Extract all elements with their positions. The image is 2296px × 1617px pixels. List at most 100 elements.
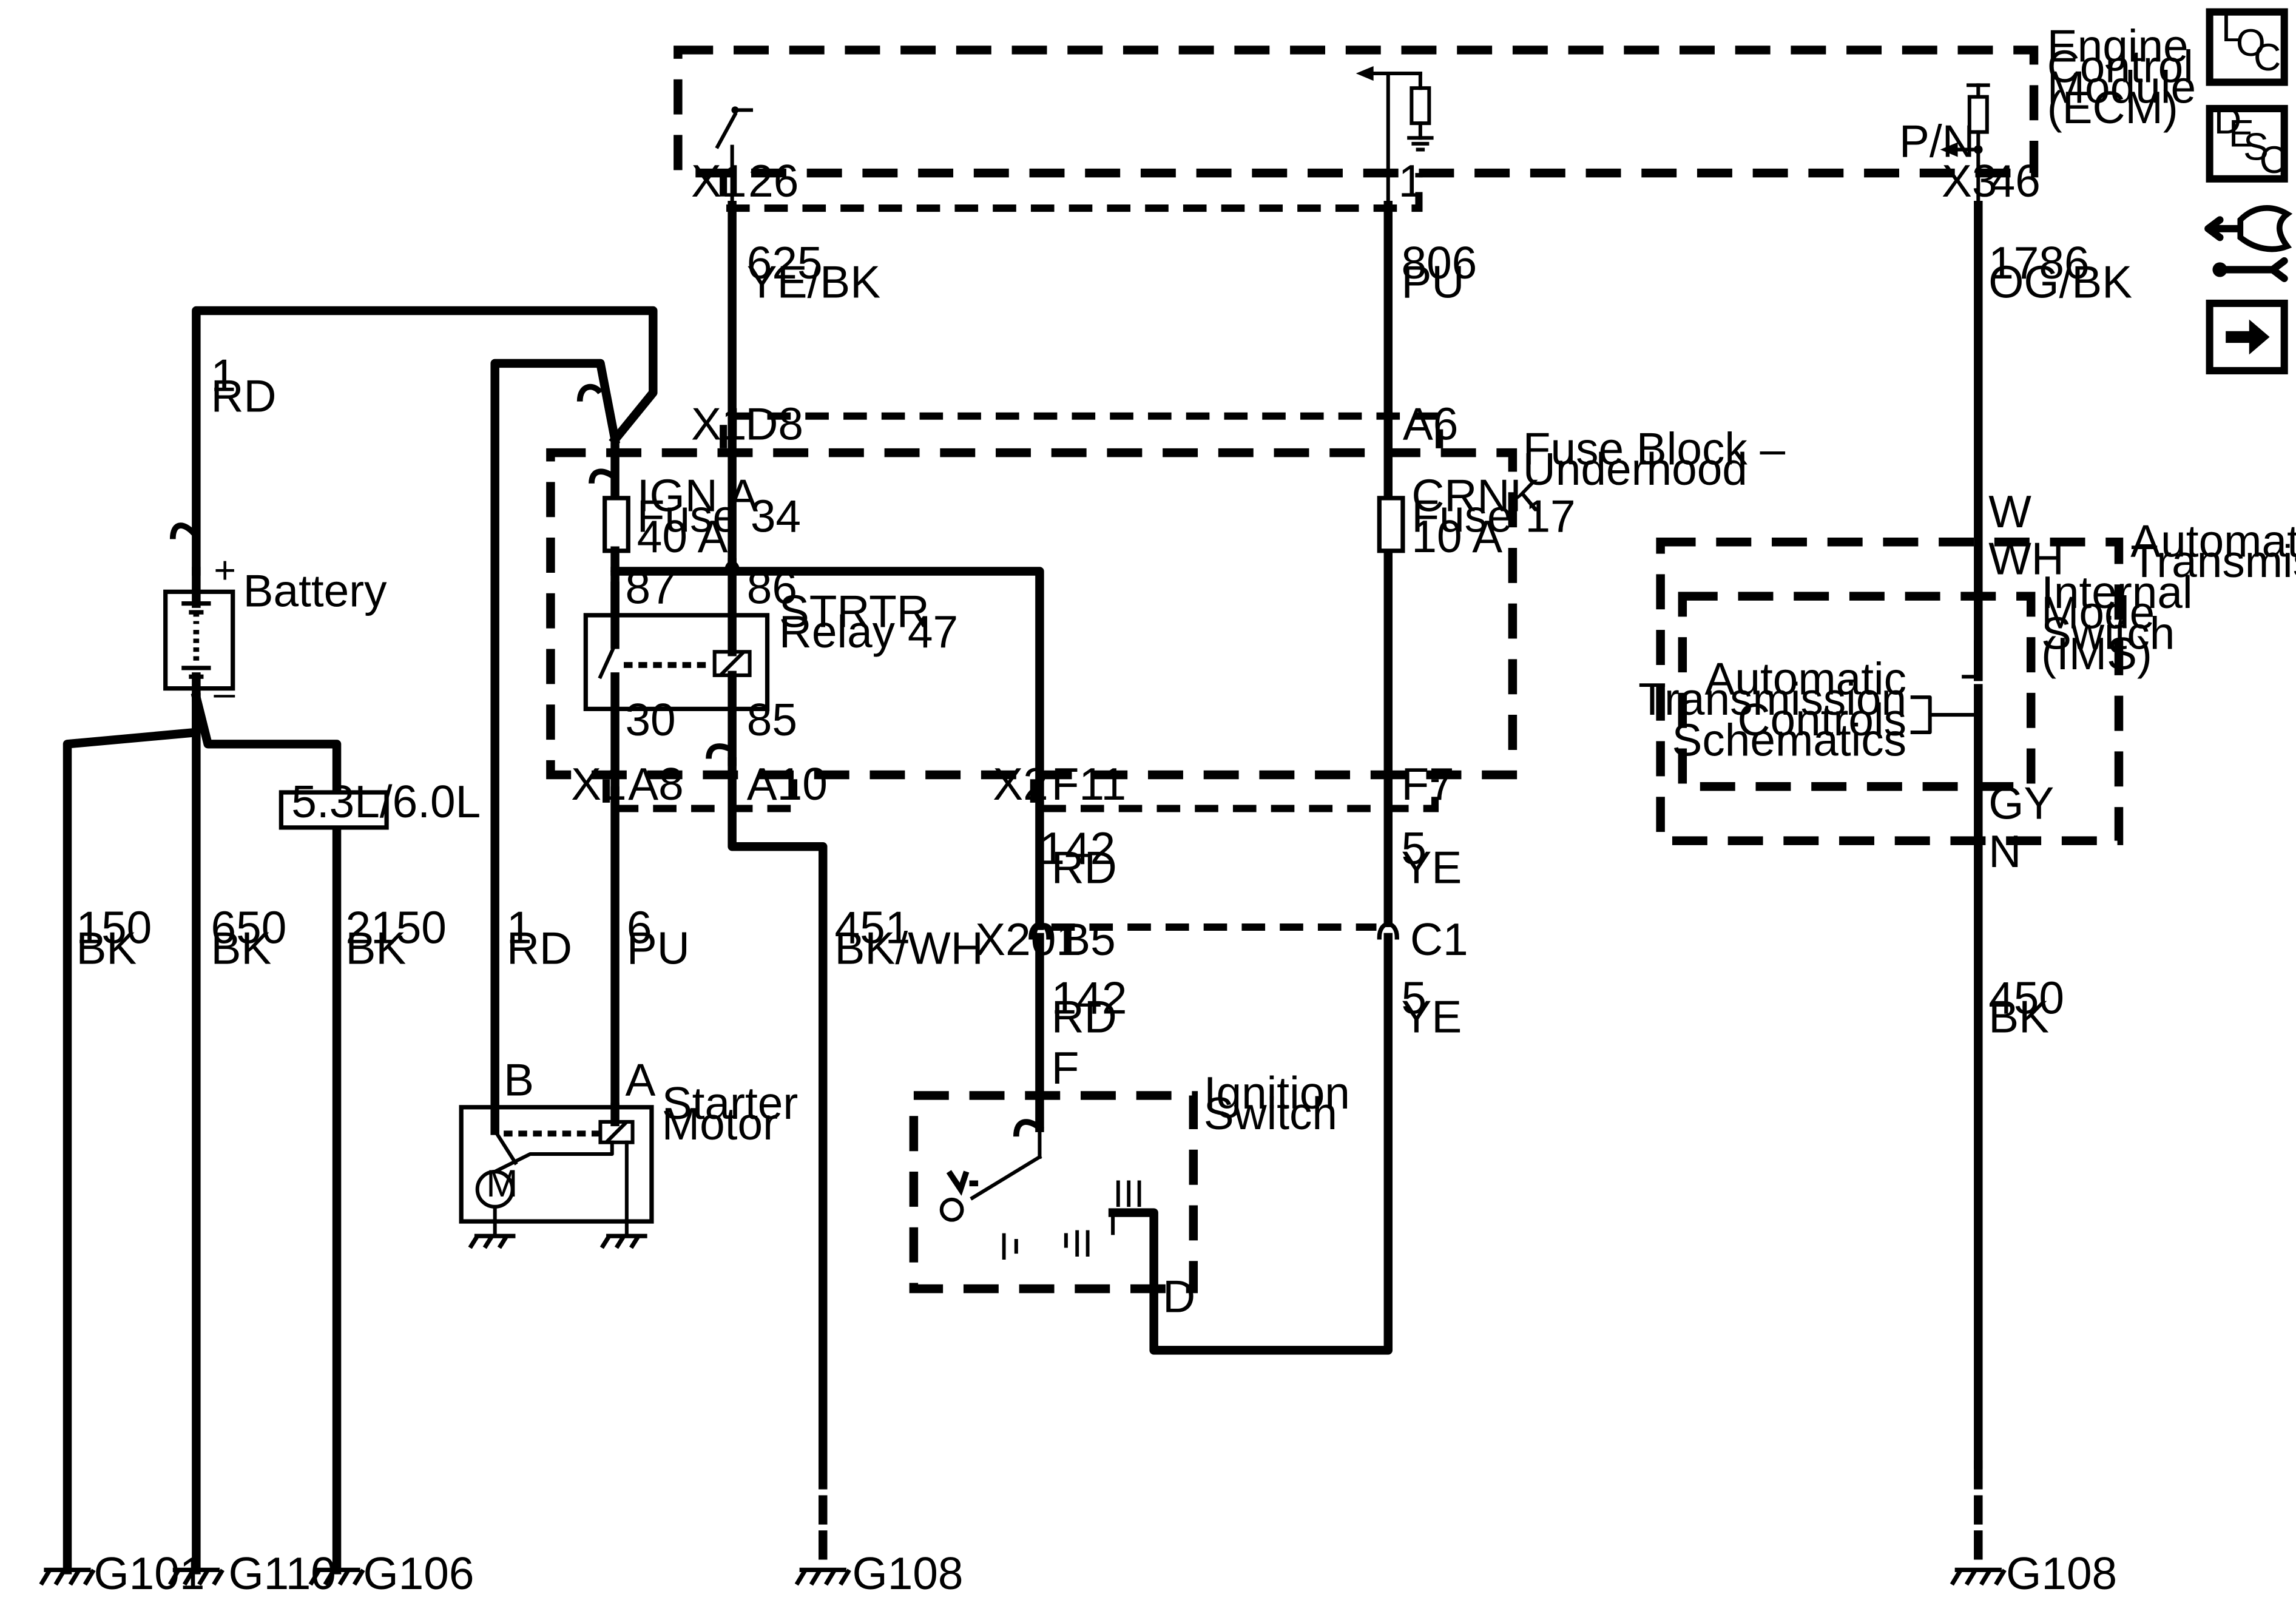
ground-g106: G106 bbox=[311, 1548, 474, 1599]
atc-label-3: Controls bbox=[1738, 694, 1907, 745]
ecm-connector-x1: X1 bbox=[691, 155, 747, 206]
wire-1-left-circuit: 1 bbox=[507, 902, 532, 953]
transmission-pin-gy: GY bbox=[1988, 777, 2054, 828]
wire-142a-color: RD bbox=[1052, 842, 1117, 893]
wire-142b-color: RD bbox=[1052, 991, 1117, 1042]
wire-5b-color: YE bbox=[1401, 991, 1462, 1042]
wire-1786-circuit: 1786 bbox=[1988, 237, 2089, 288]
ims-label-1: Internal bbox=[2041, 567, 2192, 618]
ignition-pin-d: D bbox=[1163, 1271, 1195, 1322]
ims-label-3: Switch bbox=[2041, 607, 2175, 658]
desc-letter-d: D bbox=[2214, 100, 2241, 142]
loc-letter-l: L bbox=[2221, 7, 2243, 50]
ground-g101: G101 bbox=[41, 1548, 204, 1599]
relay-pin-87: 87 bbox=[625, 562, 675, 613]
fuseblock-connector-x2: X2 bbox=[993, 758, 1048, 809]
ecm-label-2: Control bbox=[2047, 41, 2193, 92]
wire-2150 bbox=[191, 692, 342, 1575]
ground-g108-b-label: G108 bbox=[2006, 1548, 2117, 1599]
wire-142b-circuit: 142 bbox=[1052, 972, 1127, 1023]
description-button[interactable]: D E S C bbox=[2206, 100, 2288, 183]
wire-450-color: BK bbox=[1988, 991, 2049, 1042]
ground-g106-label: G106 bbox=[363, 1548, 474, 1599]
wire-451 bbox=[728, 757, 828, 1469]
starter-relay: 87 86 30 85 STRTR Relay 47 bbox=[583, 558, 958, 795]
wire-1-top-circuit: 1 bbox=[211, 350, 237, 401]
wire-6-color: PU bbox=[627, 922, 690, 973]
wire-5a-color: YE bbox=[1401, 842, 1462, 893]
ecm-input-46: P/N bbox=[1899, 83, 1990, 208]
battery-minus: – bbox=[214, 672, 235, 715]
starter-motor-symbol: M bbox=[486, 1163, 518, 1205]
wire-5b bbox=[1108, 933, 1393, 1355]
wire-150-color: BK bbox=[76, 922, 137, 973]
ims-label-2: Mode bbox=[2041, 587, 2155, 638]
ecm-pin-26: 26 bbox=[748, 155, 799, 206]
ignition-label-2: Switch bbox=[1204, 1088, 1337, 1139]
fuse-ign-a-name: IGN A bbox=[637, 470, 758, 521]
fuse-block-label-1: Fuse Block – bbox=[1523, 423, 1786, 474]
starter-motor: B A Starter Motor M bbox=[459, 1055, 798, 1248]
engine-option-label: 5.3L/6.0L bbox=[291, 776, 481, 827]
ims-label-4: (IMS) bbox=[2041, 628, 2152, 679]
wire-650-color: BK bbox=[211, 922, 272, 973]
relay-pin-30: 30 bbox=[625, 694, 675, 745]
ignition-switch: F D Ignition Switch I II III bbox=[909, 1042, 1350, 1322]
battery: + – Battery bbox=[163, 522, 387, 715]
fuseblock-pin-a8: A8 bbox=[628, 758, 684, 809]
relay-number: Relay 47 bbox=[779, 606, 958, 657]
transmission-pin-wh: WH bbox=[1988, 533, 2064, 584]
wire-1786-color: OG/BK bbox=[1988, 256, 2132, 307]
ecm-module: Engine Control Module (ECM) bbox=[674, 21, 2196, 212]
desc-letter-e: E bbox=[2229, 113, 2254, 155]
wire-1-rd-battery bbox=[192, 306, 658, 576]
fuseblock-pin-a10: A10 bbox=[747, 758, 828, 809]
wire-451-color: BK/WH bbox=[835, 922, 984, 973]
starter-label-1: Starter bbox=[662, 1078, 798, 1129]
wire-650-circuit: 650 bbox=[211, 902, 287, 953]
wire-150-circuit: 150 bbox=[76, 902, 152, 953]
wire-142a-circuit: 142 bbox=[1039, 823, 1115, 874]
transmission-label-2: Transmission bbox=[2130, 536, 2296, 587]
fuseblock-pin-d8: D8 bbox=[745, 398, 803, 449]
fuse-ign-a-rating: 40 A bbox=[637, 511, 728, 562]
automatic-transmission: Automatic Transmission Internal Mode Swi… bbox=[1638, 486, 2296, 1469]
x201-pin-c1: C1 bbox=[1410, 914, 1468, 965]
location-button[interactable]: L O C bbox=[2206, 7, 2288, 86]
desc-letter-c: C bbox=[2260, 139, 2287, 181]
ground-g108-a: G108 bbox=[797, 1548, 964, 1599]
wire-1-left-color: RD bbox=[507, 922, 572, 973]
ground-g110-label: G110 bbox=[228, 1548, 336, 1599]
ignition-pos-3: III bbox=[1113, 1173, 1144, 1215]
wire-1-rd-starter bbox=[490, 359, 621, 1118]
ecm-pn-label: P/N bbox=[1899, 116, 1975, 167]
connector-repair-icon[interactable] bbox=[2204, 205, 2293, 282]
atc-label-2: Transmission bbox=[1638, 673, 1906, 724]
starter-label-2: Motor bbox=[662, 1098, 778, 1149]
wire-1-top-color: RD bbox=[211, 371, 277, 422]
fuse-crnk-name: CRNK bbox=[1411, 470, 1540, 521]
wire-806-circuit: 806 bbox=[1401, 237, 1477, 288]
ignition-pin-f: F bbox=[1052, 1042, 1079, 1093]
fuse-block-label-2: Underhood bbox=[1523, 444, 1747, 495]
atc-label-4: Schematics bbox=[1672, 715, 1906, 766]
ground-g108-a-label: G108 bbox=[853, 1548, 964, 1599]
wire-150 bbox=[62, 692, 201, 1575]
fuse-block-underhood: Fuse Block – Underhood IGN A Fuse 34 40 … bbox=[546, 423, 1786, 930]
wire-2150-circuit: 2150 bbox=[346, 902, 447, 953]
wire-5a-circuit: 5 bbox=[1401, 823, 1427, 874]
wire-625-color: YE/BK bbox=[747, 256, 880, 307]
relay-pin-85: 85 bbox=[747, 694, 797, 745]
ground-g101-label: G101 bbox=[93, 1548, 204, 1599]
fuse-crnk-number: Fuse 17 bbox=[1411, 490, 1575, 541]
loc-letter-c: C bbox=[2254, 36, 2281, 79]
ecm-label-3: Module bbox=[2047, 61, 2196, 112]
fuseblock-pin-f7: F7 bbox=[1401, 758, 1454, 809]
fuse-ign-a-number: Fuse 34 bbox=[637, 490, 801, 541]
fuse-ign-a bbox=[603, 496, 630, 553]
next-page-button[interactable] bbox=[2206, 299, 2288, 374]
fuseblock-pin-f11: F11 bbox=[1052, 758, 1126, 809]
fuse-crnk bbox=[1377, 496, 1405, 553]
ecm-label-4: (ECM) bbox=[2047, 82, 2178, 133]
